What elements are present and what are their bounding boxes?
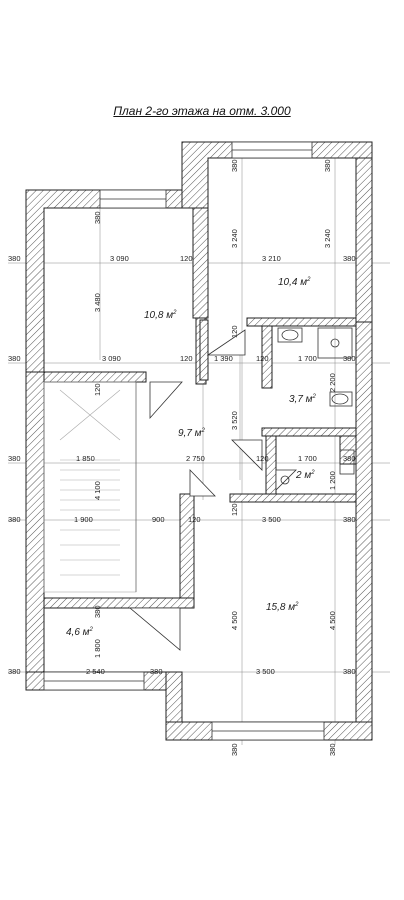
dim-4100: 4 100 — [93, 481, 102, 500]
dim-380: 380 — [343, 667, 356, 676]
dim-3500: 3 500 — [256, 667, 275, 676]
dim-2750: 2 750 — [186, 454, 205, 463]
doors — [128, 329, 297, 651]
plan-title: План 2-го этажа на отм. 3.000 — [113, 104, 291, 118]
room-area-10-8: 10,8 м2 — [144, 310, 177, 321]
dim-3520: 3 520 — [230, 411, 239, 430]
dim-3090: 3 090 — [102, 354, 121, 363]
windows — [43, 141, 325, 741]
dim-380: 380 — [230, 743, 239, 756]
room-area-3-7: 3,7 м2 — [289, 394, 317, 405]
dim-1900: 1 900 — [74, 515, 93, 524]
dim-4500: 4 500 — [230, 611, 239, 630]
dim-3240: 3 240 — [230, 229, 239, 248]
dim-380: 380 — [8, 454, 21, 463]
room-area-10-4: 10,4 м2 — [278, 277, 311, 288]
dim-380: 380 — [230, 159, 239, 172]
dim-380: 380 — [93, 211, 102, 224]
dim-380: 380 — [8, 667, 21, 676]
dim-380: 380 — [8, 254, 21, 263]
staircase — [43, 381, 137, 593]
room-area-9-7: 9,7 м2 — [178, 428, 206, 439]
dim-1390: 1 390 — [214, 354, 233, 363]
dim-2540: 2 540 — [86, 667, 105, 676]
dim-380: 380 — [93, 605, 102, 618]
room-area-4-6: 4,6 м2 — [66, 627, 94, 638]
dim-1200: 1 200 — [328, 471, 337, 490]
dim-3500: 3 500 — [262, 515, 281, 524]
dim-120: 120 — [256, 354, 269, 363]
room-area-15-8: 15,8 м2 — [266, 602, 299, 613]
dim-380: 380 — [323, 159, 332, 172]
dim-380: 380 — [150, 667, 163, 676]
vertical-dimension-labels: 380 380 3 240 3 240 380 3 480 120 120 2 … — [93, 159, 337, 756]
dim-4500: 4 500 — [328, 611, 337, 630]
dim-120: 120 — [93, 383, 102, 396]
dim-380: 380 — [328, 743, 337, 756]
dim-3210: 3 210 — [262, 254, 281, 263]
dim-120: 120 — [230, 325, 239, 338]
interior-walls — [43, 207, 357, 609]
dim-3240: 3 240 — [323, 229, 332, 248]
dim-1800: 1 800 — [93, 639, 102, 658]
dim-380: 380 — [343, 254, 356, 263]
room-areas: 10,8 м2 10,4 м2 9,7 м2 3,7 м2 2 м2 15,8 … — [66, 277, 317, 638]
dim-120: 120 — [180, 254, 193, 263]
dim-120: 120 — [188, 515, 201, 524]
dim-120: 120 — [230, 503, 239, 516]
dim-120: 120 — [180, 354, 193, 363]
dim-3480: 3 480 — [93, 293, 102, 312]
plumbing — [277, 327, 355, 485]
dim-3090: 3 090 — [110, 254, 129, 263]
dim-380: 380 — [343, 354, 356, 363]
dim-380: 380 — [343, 515, 356, 524]
dim-120: 120 — [256, 454, 269, 463]
dimension-labels: 380 3 090 120 3 210 380 380 3 090 120 1 … — [8, 254, 356, 676]
dim-380: 380 — [343, 454, 356, 463]
dim-380: 380 — [8, 515, 21, 524]
dim-1700: 1 700 — [298, 454, 317, 463]
dim-900: 900 — [152, 515, 165, 524]
dim-1850: 1 850 — [76, 454, 95, 463]
dim-2200: 2 200 — [328, 373, 337, 392]
dim-1700: 1 700 — [298, 354, 317, 363]
dim-380: 380 — [8, 354, 21, 363]
room-area-2: 2 м2 — [295, 470, 315, 481]
